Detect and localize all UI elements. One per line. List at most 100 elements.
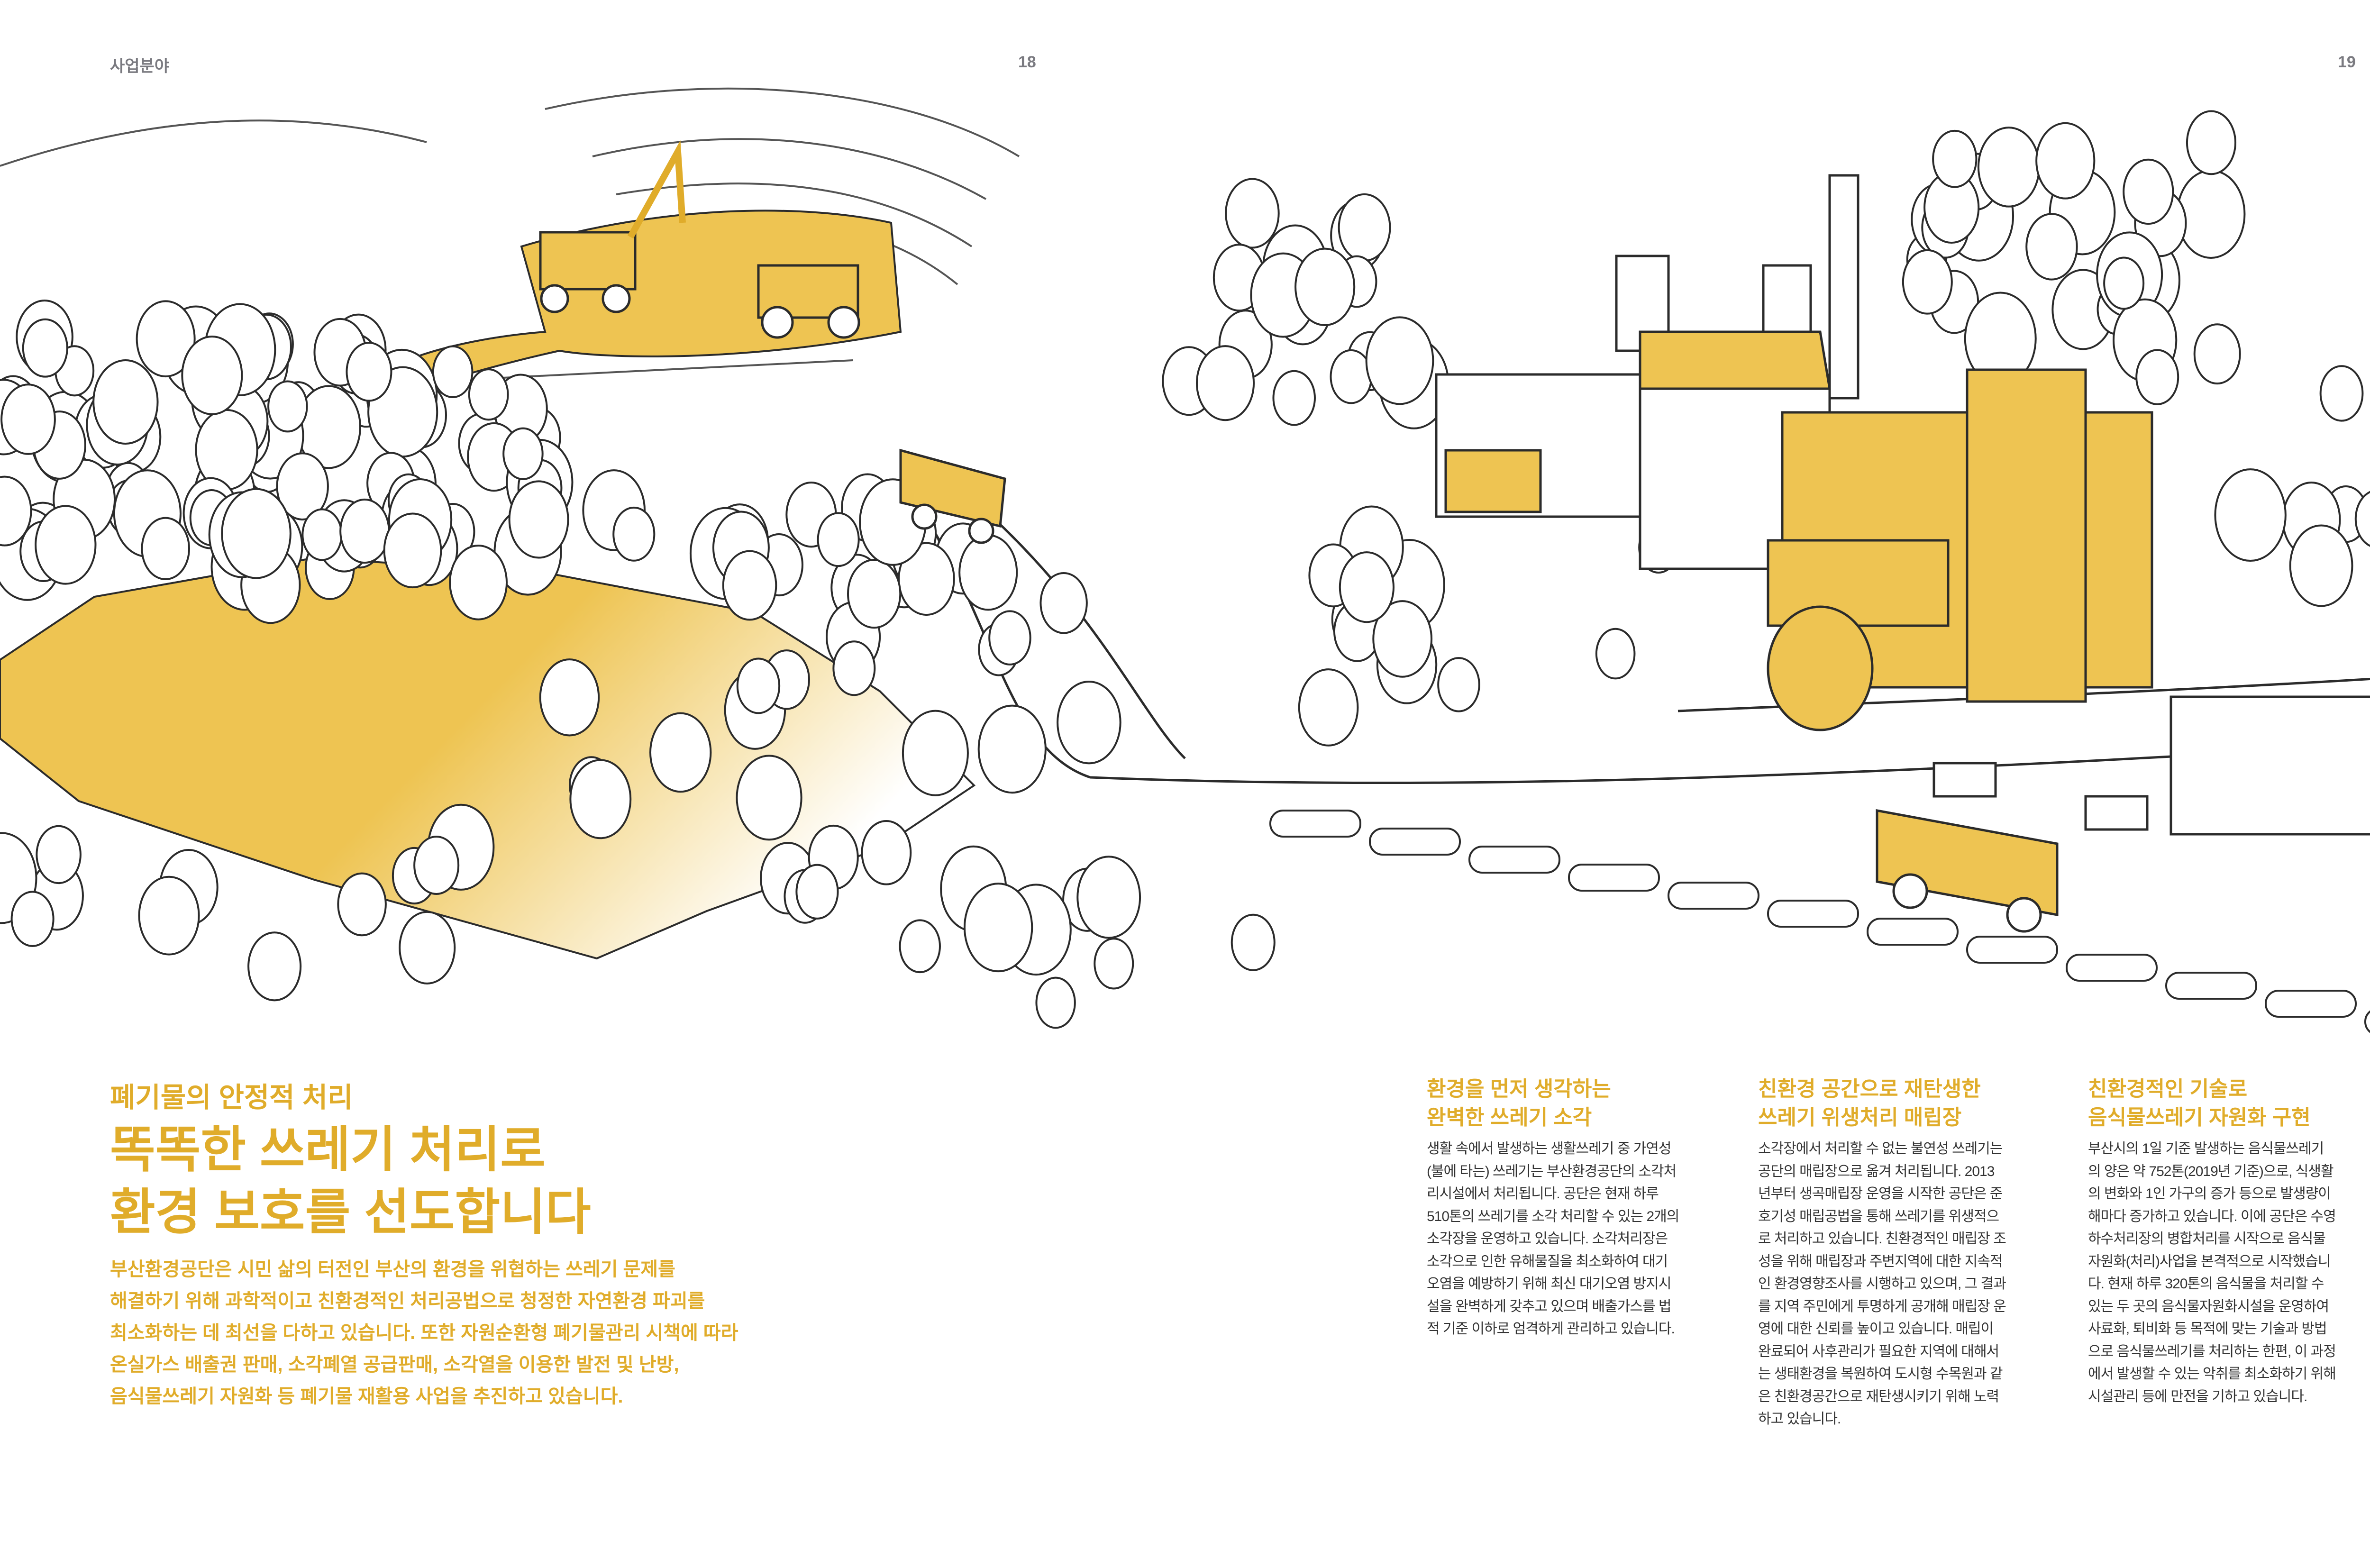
tree xyxy=(10,891,55,947)
tree xyxy=(898,542,955,616)
tree xyxy=(1932,129,1978,188)
office-facade xyxy=(1444,449,1542,513)
body-line: 소각으로 인한 유해물질을 최소화하여 대기 xyxy=(1427,1253,1668,1269)
canopy-shelter xyxy=(2084,795,2149,831)
tree xyxy=(339,498,390,564)
tree xyxy=(468,368,509,421)
tree xyxy=(1372,600,1433,678)
tree xyxy=(267,380,308,433)
body-line: (불에 타는) 쓰레기는 부산환경공단의 소각처 xyxy=(1427,1163,1677,1179)
body-line: 하고 있습니다. xyxy=(1758,1411,1841,1427)
tree-group xyxy=(0,110,2370,1029)
body-line: 으로 음식물쓰레기를 처리하는 한편, 이 과정 xyxy=(2088,1343,2336,1359)
tree xyxy=(247,931,302,1002)
heading-line: 쓰레기 위생처리 매립장 xyxy=(1758,1106,1962,1129)
tree xyxy=(2186,110,2237,175)
column-body: 생활 속에서 발생하는 생활쓰레기 중 가연성(불에 타는) 쓰레기는 부산환경… xyxy=(1427,1138,1702,1340)
body-line: 의 양은 약 752톤(2019년 기준)으로, 식생활 xyxy=(2088,1163,2334,1179)
tree xyxy=(817,512,860,567)
tree xyxy=(276,452,329,520)
body-line: 년부터 생곡매립장 운영을 시작한 공단은 준 xyxy=(1758,1186,2003,1202)
body-line: 은 친환경공간으로 재탄생시키기 위해 노력 xyxy=(1758,1388,1999,1404)
body-line: 로 처리하고 있습니다. 친환경적인 매립장 조 xyxy=(1758,1231,2006,1247)
title-line: 똑똑한 쓰레기 처리로 xyxy=(110,1122,546,1177)
tree xyxy=(2289,524,2353,607)
body-line: 공단의 매립장으로 옮겨 처리됩니다. 2013 xyxy=(1758,1163,1995,1179)
hedge xyxy=(2165,972,2257,1000)
body-line: 하수처리장의 병합처리를 시작으로 음식물 xyxy=(2088,1231,2326,1247)
tree xyxy=(141,517,190,581)
tree xyxy=(195,409,258,491)
tree xyxy=(722,550,777,621)
tree xyxy=(977,704,1047,794)
tree xyxy=(736,755,802,841)
body-line: 있는 두 곳의 음식물자원화시설을 운영하여 xyxy=(2088,1298,2329,1314)
tree xyxy=(301,508,343,561)
tree xyxy=(138,875,200,956)
heading-line: 환경을 먼저 생각하는 xyxy=(1427,1077,1611,1101)
body-line: 오염을 예방하기 위해 최신 대기오염 방지시 xyxy=(1427,1276,1671,1292)
body-line: 시설관리 등에 만전을 기하고 있습니다. xyxy=(2088,1388,2307,1404)
body-line: 인 환경영향조사를 시행하고 있으며, 그 결과 xyxy=(1758,1276,2006,1292)
hedge-row xyxy=(1269,810,2370,1033)
body-line: 부산시의 1일 기준 발생하는 음식물쓰레기 xyxy=(2088,1141,2324,1157)
body-line: 해마다 증가하고 있습니다. 이에 공단은 수영 xyxy=(2088,1208,2336,1224)
tree xyxy=(958,534,1018,611)
dump-truck xyxy=(1876,809,2059,933)
tree xyxy=(136,300,196,378)
tree xyxy=(2135,349,2179,405)
body-line: 호기성 매립공법을 통해 쓰레기를 위생적으 xyxy=(1758,1208,1999,1224)
tree xyxy=(1298,668,1359,747)
tree xyxy=(181,336,243,415)
hedge xyxy=(1269,810,1361,838)
tree xyxy=(612,506,656,562)
incineration-plant xyxy=(1435,174,2370,836)
body-line: 부산환경공단은 시민 삶의 터전인 부산의 환경을 위협하는 쓰레기 문제를 xyxy=(110,1259,675,1280)
tree xyxy=(221,488,292,579)
tree xyxy=(1294,247,1356,326)
round-annex xyxy=(1767,605,1874,731)
hedge xyxy=(1568,864,1660,892)
tree xyxy=(795,864,839,920)
tree xyxy=(1977,127,2041,208)
tree xyxy=(736,657,781,714)
landfill-park-and-incineration-illustration xyxy=(0,87,2370,1033)
hedge xyxy=(2066,954,2158,982)
canopy-shelter xyxy=(1932,762,1997,798)
tree xyxy=(2176,169,2246,259)
tree xyxy=(847,558,902,629)
tree xyxy=(1595,628,1636,680)
tree xyxy=(1195,345,1255,421)
small-building xyxy=(2169,695,2370,836)
dump-truck xyxy=(899,448,1006,544)
tree xyxy=(902,710,969,796)
tree xyxy=(346,342,392,402)
intro-title: 똑똑한 쓰레기 처리로 환경 보호를 선도합니다 xyxy=(110,1119,591,1244)
tree xyxy=(1076,856,1141,939)
tree xyxy=(383,512,442,589)
body-line: 사료화, 퇴비화 등 목적에 맞는 기술과 방법 xyxy=(2088,1321,2327,1337)
tree xyxy=(2214,468,2287,562)
body-line: 소각장을 운영하고 있습니다. 소각처리장은 xyxy=(1427,1231,1668,1247)
tree xyxy=(413,836,460,895)
body-line: 해결하기 위해 과학적이고 친환경적인 처리공법으로 청정한 자연환경 파괴를 xyxy=(110,1291,705,1312)
tree xyxy=(1339,551,1395,623)
tree xyxy=(0,475,32,547)
body-line: 510톤의 쓰레기를 소각 처리할 수 있는 2개의 xyxy=(1427,1208,1679,1224)
body-line: 설을 완벽하게 갖추고 있으며 배출가스를 법 xyxy=(1427,1298,1671,1314)
tree xyxy=(1094,938,1134,990)
body-line: 성을 위해 매립장과 주변지역에 대한 지속적 xyxy=(1758,1253,2003,1269)
heading-line: 음식물쓰레기 자원화 구현 xyxy=(2088,1106,2311,1129)
tree xyxy=(1365,316,1434,405)
heading-line: 완벽한 쓰레기 소각 xyxy=(1427,1106,1592,1129)
tree xyxy=(36,825,82,884)
heading-line: 친환경적인 기술로 xyxy=(2088,1077,2248,1101)
tree xyxy=(1338,193,1391,262)
tree xyxy=(1057,681,1121,765)
tree xyxy=(1039,572,1088,634)
hedge xyxy=(1468,846,1560,874)
tree xyxy=(22,318,68,378)
